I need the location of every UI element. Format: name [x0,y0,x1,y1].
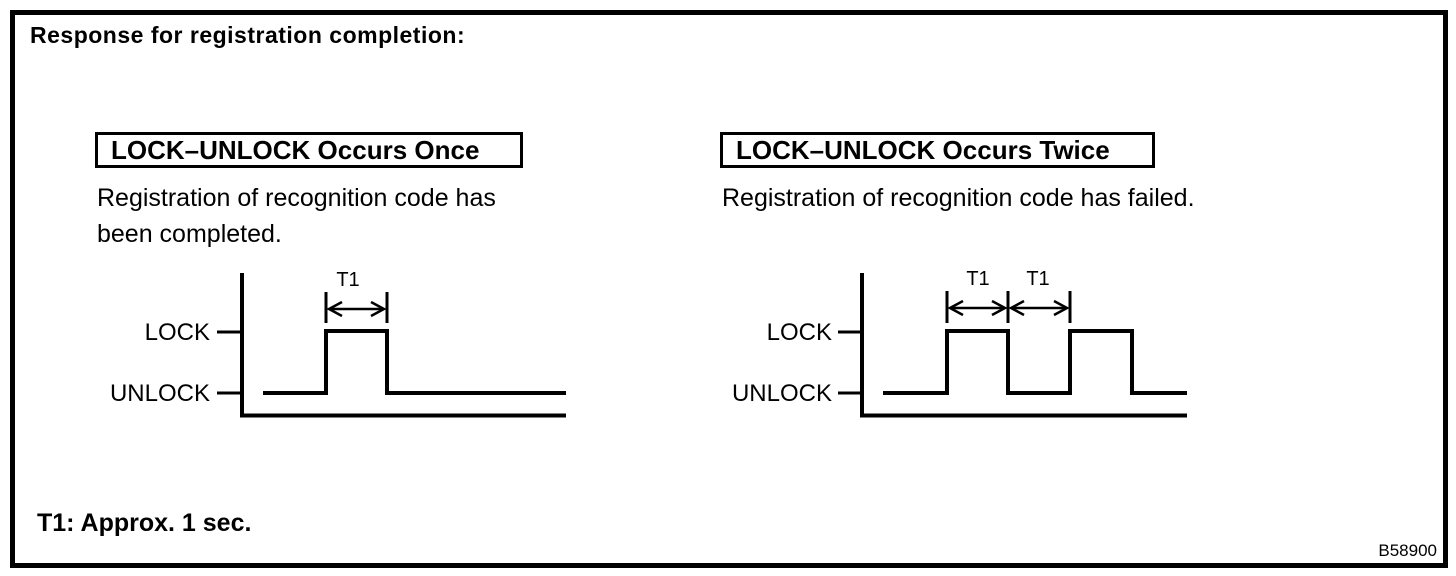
result-heading-once-label: LOCK–UNLOCK Occurs Once [111,134,480,165]
t1-interval-label: T1 [336,269,359,291]
description-line: been completed. [97,220,282,248]
result-heading-once: LOCK–UNLOCK Occurs Once [95,132,523,168]
arrow-head-left-icon [947,299,964,317]
arrow-head-right-icon [1053,299,1070,317]
arrow-head-left-icon [326,300,343,318]
result-heading-twice: LOCK–UNLOCK Occurs Twice [720,132,1155,168]
unlock-level-label: UNLOCK [110,380,210,407]
waveform-diagram-twice: LOCK UNLOCK T1 T1 [732,268,1187,418]
figure-title: Response for registration completion: [30,22,466,48]
t1-definition-footnote: T1: Approx. 1 sec. [37,509,252,537]
signal-trace-once [263,329,566,395]
waveform-diagram-once: LOCK UNLOCK T1 [110,269,566,418]
t1-interval-label: T1 [966,268,989,290]
t1-interval-label: T1 [1026,268,1049,290]
lock-level-label: LOCK [145,319,210,346]
description-line: Registration of recognition code has [97,184,496,212]
description-line: Registration of recognition code has fai… [722,184,1195,212]
result-description-twice: Registration of recognition code has fai… [722,180,1195,216]
result-heading-twice-label: LOCK–UNLOCK Occurs Twice [736,134,1110,165]
arrow-head-right-icon [370,300,387,318]
figure-code: B58900 [1378,541,1437,560]
figure-border [10,10,1448,568]
lock-level-label: LOCK [767,319,832,346]
result-description-once: Registration of recognition code has bee… [97,180,496,252]
arrow-head-right-icon [991,299,1008,317]
signal-trace-twice [883,329,1187,395]
arrow-head-left-icon [1008,299,1025,317]
unlock-level-label: UNLOCK [732,380,832,407]
